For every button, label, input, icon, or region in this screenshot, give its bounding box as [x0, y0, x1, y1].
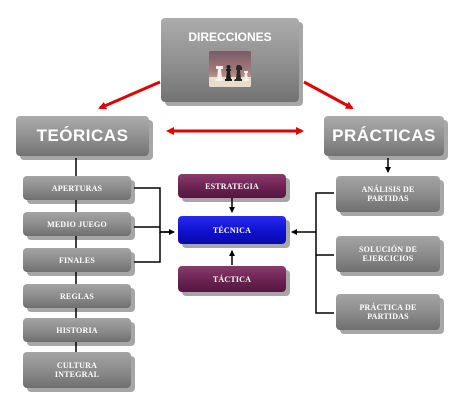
teoricas-header: TEÓRICAS: [16, 116, 149, 156]
finales-box: FINALES: [23, 248, 131, 272]
medio-juego-box: MEDIO JUEGO: [23, 212, 131, 236]
reglas-box: REGLAS: [23, 284, 131, 308]
practica-de-partidas-box: PRÁCTICA DE PARTIDAS: [336, 294, 440, 330]
practicas-header: PRÁCTICAS: [324, 116, 444, 156]
tactica-box: TÁCTICA: [178, 266, 286, 292]
estrategia-box: ESTRATEGIA: [178, 174, 286, 198]
arrow-to-teoricas: [98, 80, 161, 110]
solucion-de-ejercicios-box: SOLUCIÓN DE EJERCICIOS: [336, 236, 440, 272]
direcciones-label: DIRECCIONES: [188, 30, 272, 44]
historia-box: HISTORIA: [23, 318, 131, 342]
chess-pieces-image: [209, 51, 251, 87]
tecnica-box: TÉCNICA: [178, 216, 286, 244]
aperturas-box: APERTURAS: [23, 176, 131, 200]
arrow-to-practicas: [303, 80, 354, 110]
cultura-integral-box: CULTURA INTEGRAL: [23, 352, 131, 388]
direcciones-box: DIRECCIONES: [161, 18, 299, 102]
analisis-de-partidas-box: ANÁLISIS DE PARTIDAS: [336, 176, 440, 212]
